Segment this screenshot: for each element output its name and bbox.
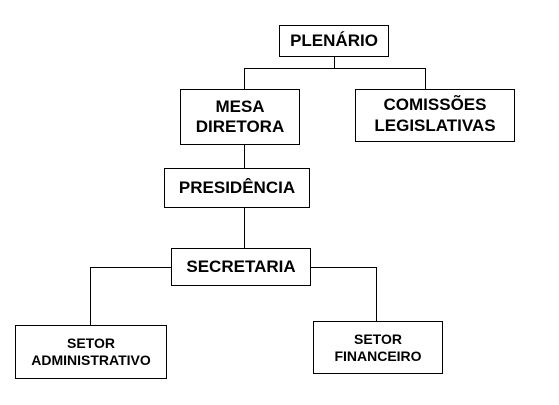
box-plenario-line-1: PLENÁRIO: [290, 30, 378, 50]
box-setor-financeiro: SETOR FINANCEIRO: [313, 321, 443, 374]
box-secretaria-line-1: SECRETARIA: [186, 256, 296, 276]
connector-to-setor-financeiro: [376, 267, 377, 321]
box-comissoes-legislativas: COMISSÕES LEGISLATIVAS: [355, 89, 515, 142]
box-presidencia: PRESIDÊNCIA: [164, 168, 310, 208]
box-setor-administrativo-line-1: SETOR: [67, 335, 115, 352]
box-setor-financeiro-line-1: SETOR: [354, 330, 402, 347]
box-setor-administrativo-line-2: ADMINISTRATIVO: [31, 352, 151, 368]
box-presidencia-line-1: PRESIDÊNCIA: [178, 177, 296, 197]
box-mesa-diretora: MESA DIRETORA: [180, 89, 300, 145]
connector-secretaria-right: [310, 267, 377, 268]
box-setor-financeiro-line-2: FINANCEIRO: [334, 347, 422, 364]
box-secretaria: SECRETARIA: [171, 248, 311, 286]
box-mesa-diretora-line-2: DIRETORA: [195, 117, 285, 136]
box-comissoes-line-1: COMISSÕES: [383, 95, 487, 115]
box-comissoes-line-2: LEGISLATIVAS: [374, 115, 496, 135]
connector-to-mesa: [244, 68, 245, 89]
box-mesa-diretora-line-1: MESA: [215, 96, 265, 116]
connector-to-setor-administrativo: [90, 267, 91, 325]
connector-mesa-presidencia: [244, 144, 245, 168]
box-plenario: PLENÁRIO: [279, 25, 389, 57]
connector-presidencia-secretaria: [244, 207, 245, 248]
connector-to-comissoes: [425, 68, 426, 89]
connector-plenario-down: [334, 56, 335, 69]
connector-plenario-branch: [244, 68, 426, 69]
box-setor-administrativo: SETOR ADMINISTRATIVO: [15, 325, 167, 379]
connector-secretaria-left: [90, 267, 172, 268]
